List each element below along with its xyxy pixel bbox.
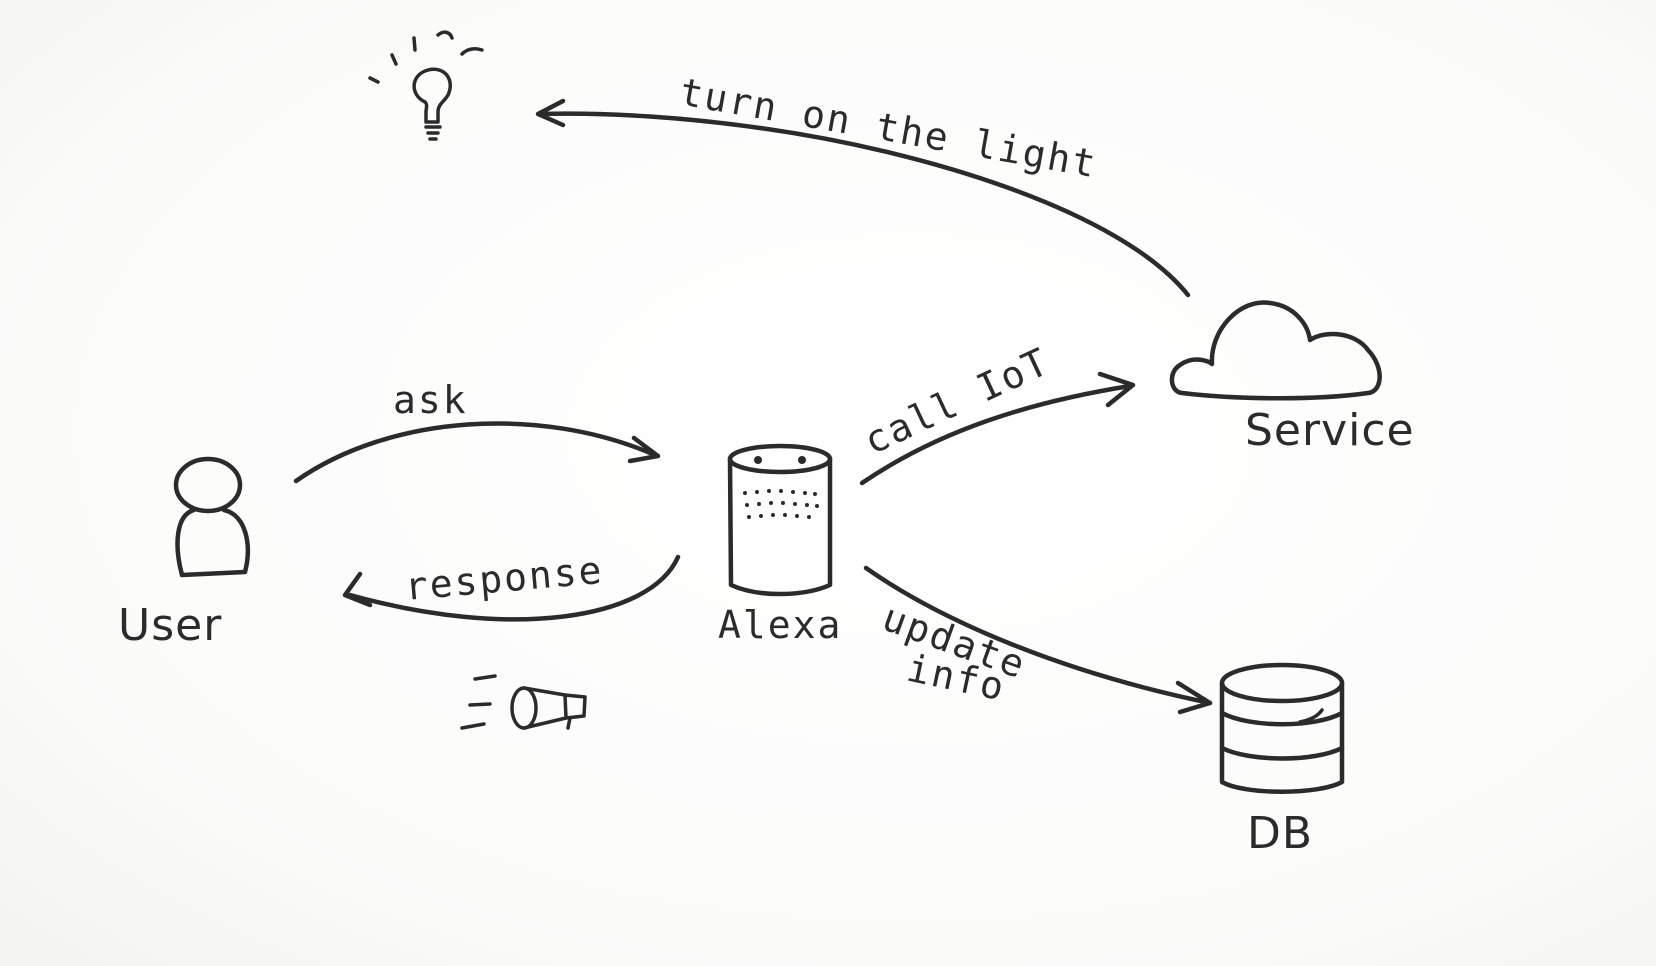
- node-label-db: DB: [1247, 808, 1313, 859]
- edge-label-response: response: [403, 548, 605, 609]
- node-label-alexa: Alexa: [718, 603, 842, 647]
- arrow-update-info: [863, 565, 1213, 715]
- node-label-user: User: [118, 600, 222, 651]
- arrow-response: [342, 554, 681, 622]
- megaphone-icon: [460, 674, 587, 730]
- database-icon: [1219, 662, 1345, 794]
- node-label-service: Service: [1245, 405, 1415, 456]
- arrow-ask: [293, 421, 661, 484]
- edge-label-ask: ask: [393, 378, 468, 422]
- arrow-call-iot: [859, 371, 1136, 486]
- cloud-icon: [1169, 300, 1382, 401]
- smart-speaker-icon: [727, 443, 833, 597]
- edge-label-turn-on-light: turn on the light: [676, 70, 1100, 187]
- edge-label-call-iot: call IoT: [857, 339, 1056, 463]
- person-icon: [173, 456, 250, 578]
- arrow-turn-on-light: [535, 98, 1191, 298]
- light-bulb-icon: [368, 30, 484, 141]
